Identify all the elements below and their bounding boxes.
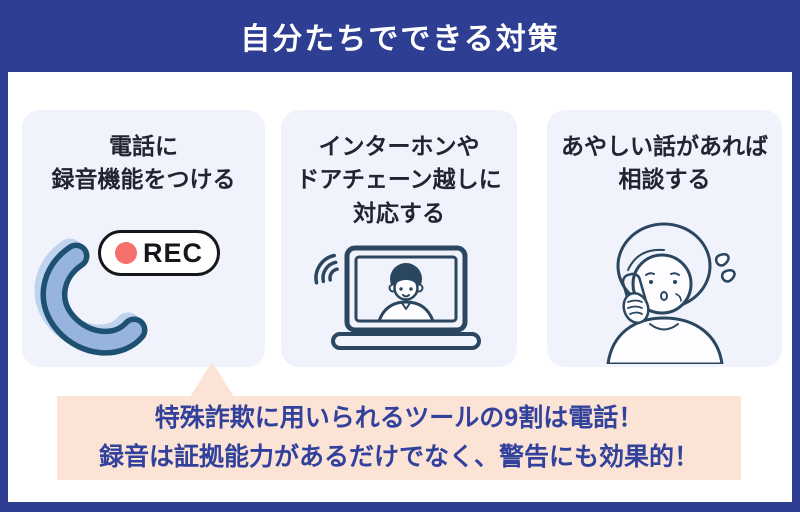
card-title-line: 録音機能をつける bbox=[51, 166, 236, 193]
card-title-line: インターホンや bbox=[318, 133, 480, 159]
callout-pointer bbox=[190, 362, 234, 397]
wifi-signal-icon bbox=[314, 253, 339, 285]
worried-elderly-woman-icon bbox=[606, 222, 736, 364]
rec-badge: REC bbox=[98, 230, 220, 276]
header-bar: 自分たちでできる対策 bbox=[0, 0, 800, 72]
callout-line-2: 録音は証拠能力があるだけでなく、警告にも効果的！ bbox=[98, 443, 699, 471]
callout-box: 特殊詐欺に用いられるツールの9割は電話！ 録音は証拠能力があるだけでなく、警告に… bbox=[57, 396, 741, 480]
card-phone-recording: 電話に 録音機能をつける REC bbox=[22, 110, 265, 367]
card-intercom: インターホンや ドアチェーン越しに 対応する bbox=[281, 110, 517, 367]
card-phone-recording-title: 電話に 録音機能をつける bbox=[22, 110, 265, 197]
intercom-monitor-icon bbox=[314, 245, 481, 350]
page-title: 自分たちでできる対策 bbox=[240, 23, 560, 56]
phone-handset-icon bbox=[34, 238, 148, 356]
card-title-line: 相談する bbox=[618, 166, 711, 193]
card-title-line: 対応する bbox=[353, 199, 445, 226]
frame-border-left bbox=[0, 0, 8, 512]
card-intercom-title: インターホンや ドアチェーン越しに 対応する bbox=[281, 110, 517, 230]
card-title-line: 電話に bbox=[109, 133, 178, 159]
rec-label: REC bbox=[142, 237, 203, 268]
card-consult-title: あやしい話があれば 相談する bbox=[547, 110, 782, 197]
frame-border-bottom bbox=[0, 502, 800, 512]
card-title-line: あやしい話があれば bbox=[561, 133, 768, 159]
callout-line-1: 特殊詐欺に用いられるツールの9割は電話！ bbox=[154, 404, 644, 433]
rec-dot-icon bbox=[114, 242, 137, 264]
frame-border-right bbox=[792, 0, 800, 512]
card-title-line: ドアチェーン越しに bbox=[296, 166, 502, 193]
card-consult: あやしい話があれば 相談する bbox=[547, 110, 782, 367]
